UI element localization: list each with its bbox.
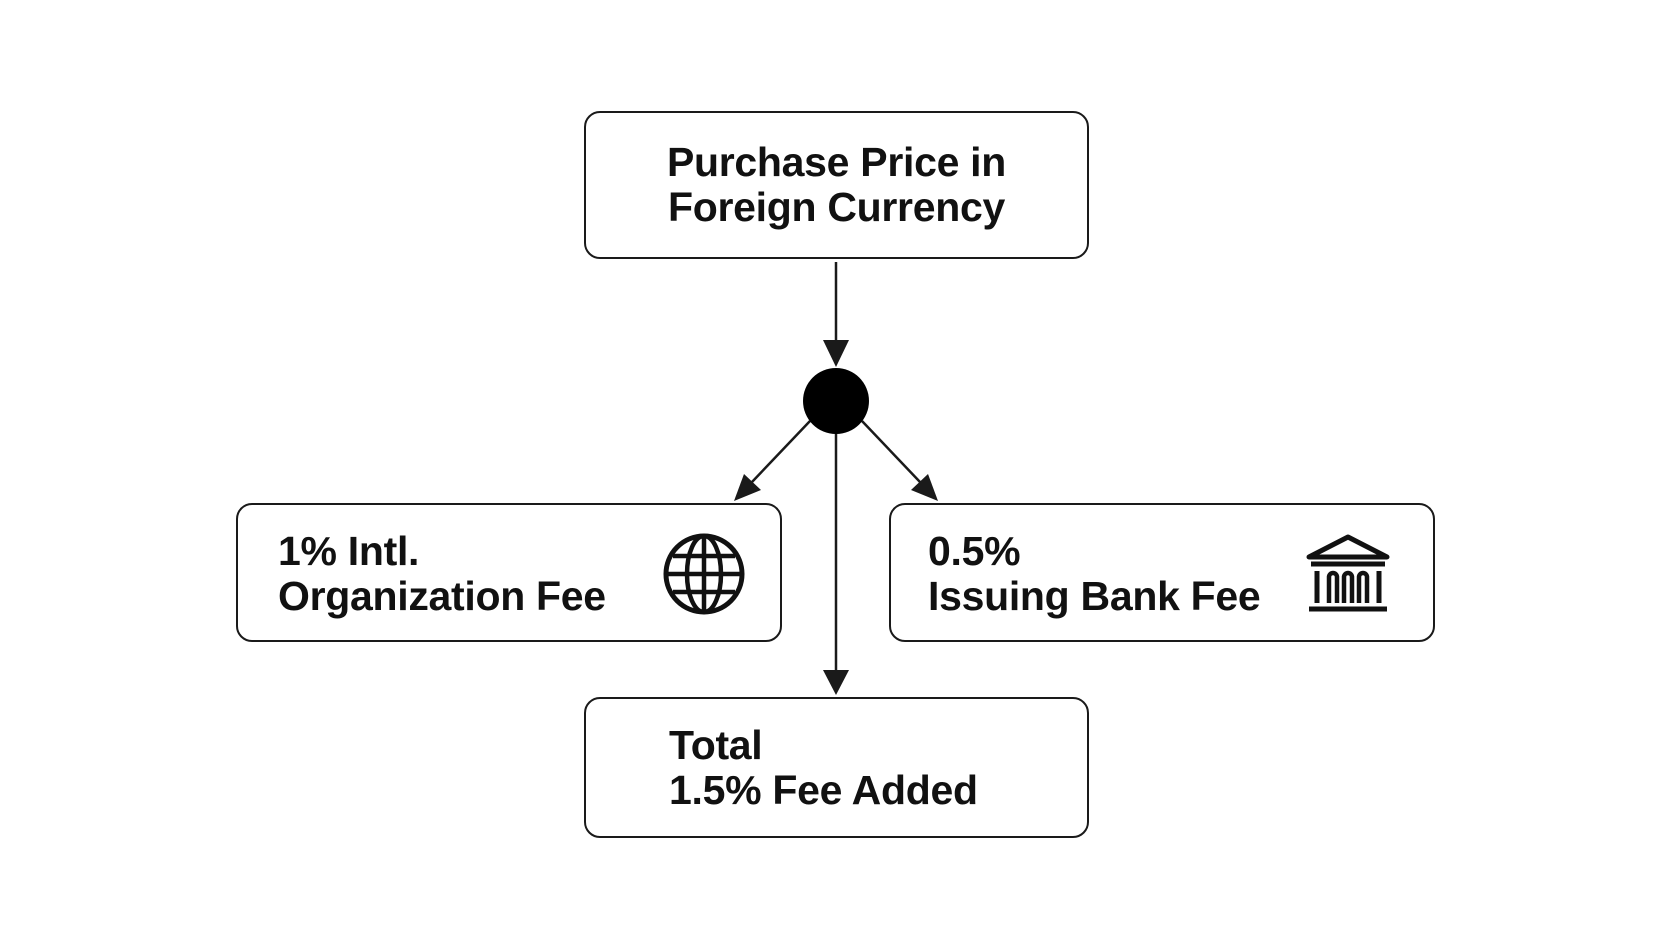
total-fee-line-2: 1.5% Fee Added	[669, 767, 978, 813]
total-fee-line-1: Total	[669, 722, 763, 768]
bank-fee-line-1: 0.5%	[928, 528, 1021, 574]
edge-split-to-intl-fee	[734, 420, 811, 501]
intl-fee-label: 1% Intl. Organization Fee	[278, 529, 606, 619]
bank-fee-line-2: Issuing Bank Fee	[928, 573, 1261, 619]
node-purchase-price: Purchase Price in Foreign Currency	[584, 111, 1089, 259]
edge-split-to-total	[823, 432, 849, 695]
total-fee-label: Total 1.5% Fee Added	[669, 723, 978, 813]
bank-icon	[1306, 534, 1390, 612]
globe-icon	[663, 533, 745, 615]
edge-split-to-bank-fee	[861, 420, 938, 501]
intl-fee-line-1: 1% Intl.	[278, 528, 420, 574]
node-total-fee: Total 1.5% Fee Added	[584, 697, 1089, 838]
bank-fee-label: 0.5% Issuing Bank Fee	[928, 528, 1261, 619]
intl-fee-line-2: Organization Fee	[278, 573, 606, 619]
node-intl-organization-fee: 1% Intl. Organization Fee	[236, 503, 782, 642]
edge-price-to-split	[823, 262, 849, 367]
purchase-price-line-1: Purchase Price in	[666, 139, 1007, 185]
node-issuing-bank-fee: 0.5% Issuing Bank Fee	[889, 503, 1435, 642]
purchase-price-line-2: Foreign Currency	[668, 184, 1005, 230]
purchase-price-label: Purchase Price in Foreign Currency	[586, 140, 1087, 230]
split-point	[803, 368, 869, 434]
